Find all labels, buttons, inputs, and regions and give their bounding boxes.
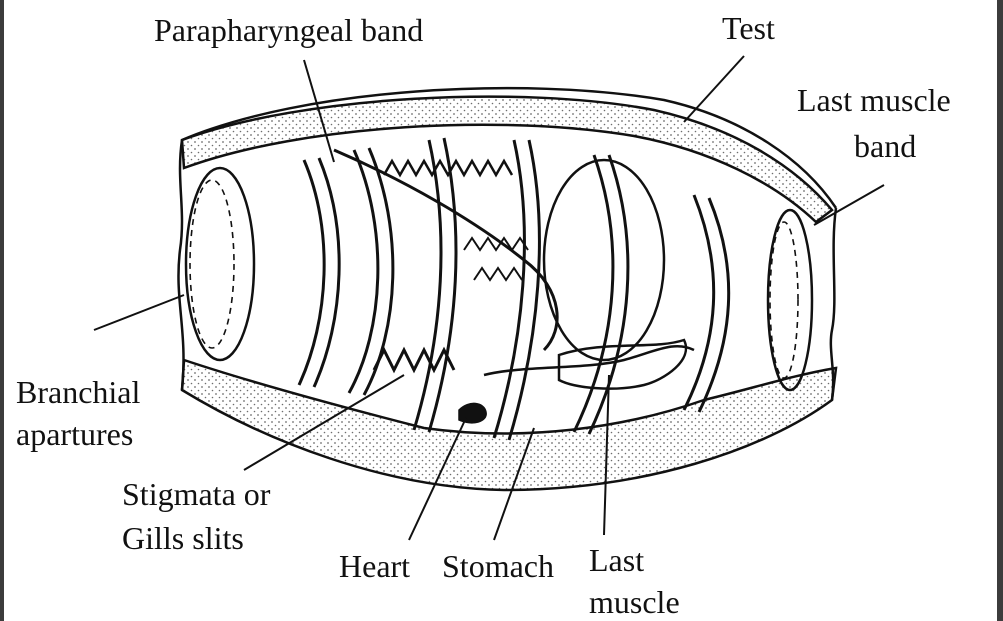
label-parapharyngeal-band: Parapharyngeal band	[154, 8, 423, 52]
test-top	[182, 97, 832, 222]
diagram-frame: Parapharyngeal band Test Last muscle ban…	[4, 0, 997, 621]
label-last-muscle-band-line1: Last muscle	[797, 78, 951, 122]
ventral-stigmata	[374, 350, 454, 370]
posterior-opening	[768, 210, 812, 390]
posterior-opening-dashed	[770, 222, 798, 378]
anterior-opening	[186, 168, 254, 360]
heart-shape	[459, 403, 486, 422]
anterior-edge	[178, 140, 183, 390]
label-heart: Heart	[339, 544, 410, 588]
label-branchial-apertures-line2: apartures	[16, 412, 133, 456]
label-last-muscle-line2: muscle	[589, 580, 680, 621]
label-last-muscle-line1: Last	[589, 538, 644, 582]
gill-slits-lower	[464, 238, 528, 280]
anterior-opening-dashed	[190, 180, 234, 348]
label-stigmata-line1: Stigmata or	[122, 472, 270, 516]
label-test: Test	[722, 6, 775, 50]
label-stomach: Stomach	[442, 544, 554, 588]
label-branchial-apertures-line1: Branchial	[16, 370, 140, 414]
label-stigmata-line2: Gills slits	[122, 516, 244, 560]
muscle-bands	[299, 138, 729, 440]
label-last-muscle-band-line2: band	[854, 124, 916, 168]
